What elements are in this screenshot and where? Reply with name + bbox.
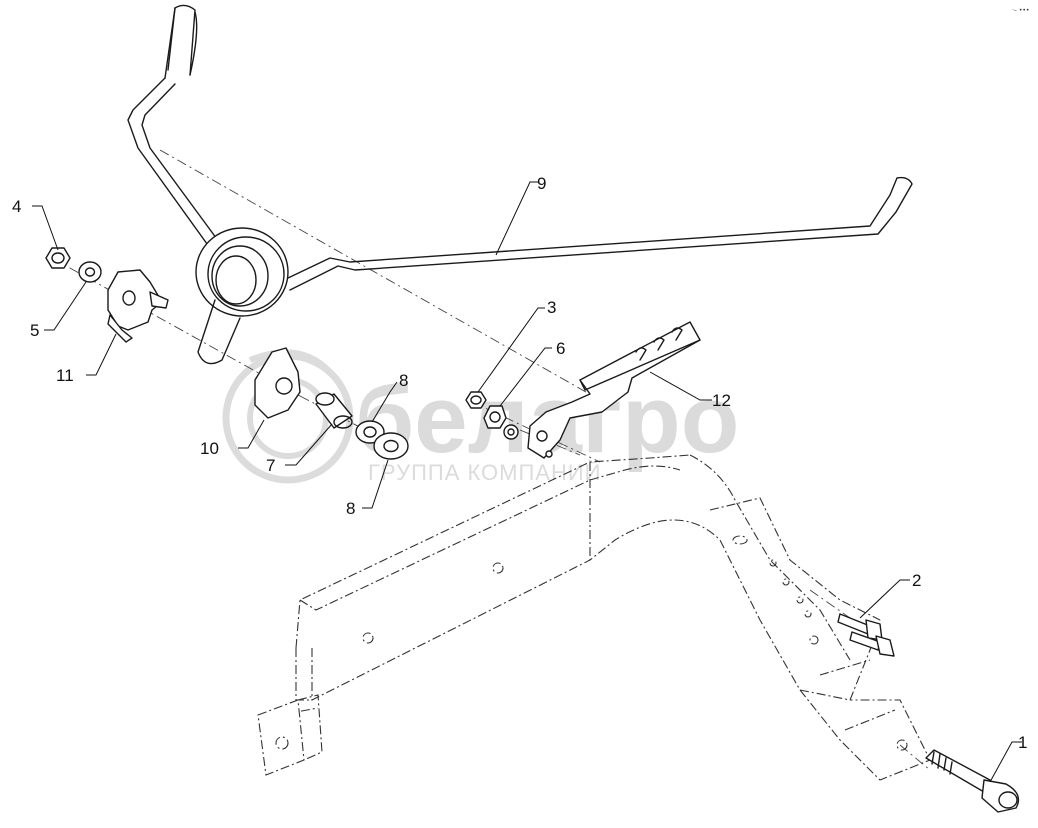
callout-10: 10 bbox=[200, 439, 219, 458]
callouts: 1 2 3 4 5 6 7 8 8 9 10 11 12 bbox=[12, 174, 1027, 752]
part-6-washers bbox=[483, 405, 519, 440]
callout-1: 1 bbox=[1018, 733, 1027, 752]
callout-7: 7 bbox=[266, 456, 275, 475]
phantom-frame bbox=[257, 454, 931, 781]
part-9-spring-lever bbox=[127, 4, 913, 365]
part-10-cam-plate bbox=[254, 347, 301, 419]
callout-11: 11 bbox=[56, 366, 74, 385]
part-12-toothed-lever bbox=[527, 321, 701, 459]
callout-3: 3 bbox=[547, 298, 556, 317]
part-8-washer-small bbox=[355, 420, 385, 444]
callout-4: 4 bbox=[12, 197, 21, 216]
part-7-bushing bbox=[315, 392, 353, 429]
callout-6: 6 bbox=[556, 339, 565, 358]
part-8-washer-large bbox=[373, 432, 409, 460]
part-5-washer bbox=[78, 261, 102, 283]
corner-mark: ·– ••• bbox=[1012, 7, 1029, 14]
leader-lines bbox=[32, 181, 1022, 783]
part-11-bracket bbox=[107, 269, 169, 343]
watermark-subtitle: ГРУППА КОМПАНИЙ bbox=[368, 460, 602, 485]
part-1-screw bbox=[925, 749, 1020, 813]
part-2-bolts bbox=[837, 613, 895, 657]
callout-2: 2 bbox=[912, 571, 921, 590]
part-3-nut bbox=[465, 391, 487, 409]
callout-8-lower: 8 bbox=[346, 499, 355, 518]
callout-5: 5 bbox=[30, 321, 39, 340]
callout-12: 12 bbox=[712, 391, 731, 410]
callout-8-upper: 8 bbox=[399, 371, 408, 390]
callout-9: 9 bbox=[537, 174, 546, 193]
part-4-nut bbox=[45, 247, 71, 269]
watermark: белагро ГРУППА КОМПАНИЙ bbox=[222, 349, 739, 485]
